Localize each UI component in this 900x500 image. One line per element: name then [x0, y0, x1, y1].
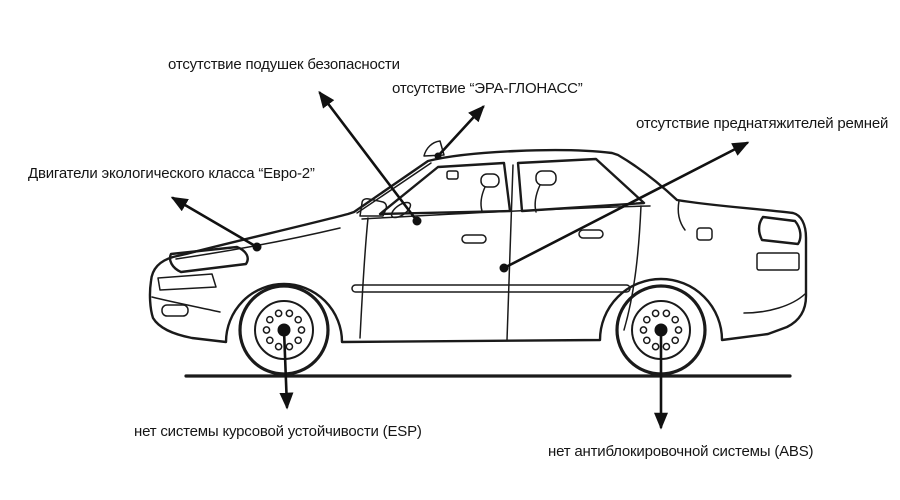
rear-door-handle — [578, 229, 604, 239]
arrow-no-era-glonass — [434, 105, 485, 160]
fog-light — [161, 304, 189, 317]
label-euro2-engines: Двигатели экологического класса “Евро-2” — [28, 165, 315, 182]
front-seat-back — [480, 186, 486, 212]
label-no-abs: нет антиблокировочной системы (ABS) — [548, 443, 814, 460]
rear-seat-headrest — [535, 170, 557, 186]
fuel-door — [696, 227, 713, 241]
front-door-handle — [461, 234, 487, 244]
rear-bumper-crease — [743, 293, 806, 314]
windshield-line — [356, 162, 432, 214]
steering-wheel — [390, 201, 412, 219]
arrow-euro2-engines — [170, 196, 262, 252]
label-no-esp: нет системы курсовой устойчивости (ESP) — [134, 423, 422, 440]
arrow-no-airbags — [318, 90, 422, 226]
side-mirror — [359, 198, 388, 217]
car-body-outline — [148, 149, 808, 344]
rear-seat-back — [534, 184, 541, 213]
headlight — [168, 245, 249, 274]
rear-door-window — [516, 157, 646, 213]
rear-reflector — [756, 252, 800, 271]
arrow-no-pretensioners — [499, 141, 750, 273]
front-seat-headrest — [480, 173, 500, 188]
roof-antenna — [423, 140, 445, 157]
b-pillar-line — [506, 164, 514, 341]
front-door-edge — [359, 217, 369, 339]
taillight — [757, 215, 802, 246]
trunk-lid-edge — [677, 200, 686, 231]
arrow-no-esp — [279, 328, 294, 410]
label-no-pretensioners: отсутствие преднатяжителей ремней — [636, 115, 889, 132]
wheel-holes — [262, 309, 306, 351]
grille — [157, 273, 217, 291]
rear-door-edge — [623, 205, 642, 331]
side-molding — [351, 284, 631, 293]
rearview-mirror — [446, 170, 459, 180]
annotation-arrows — [170, 90, 750, 430]
front-door-window — [378, 161, 512, 216]
label-no-era-glonass: отсутствие “ЭРА-ГЛОНАСС” — [392, 80, 583, 97]
front-bumper-crease — [151, 296, 221, 313]
label-no-airbags: отсутствие подушек безопасности — [168, 56, 400, 73]
